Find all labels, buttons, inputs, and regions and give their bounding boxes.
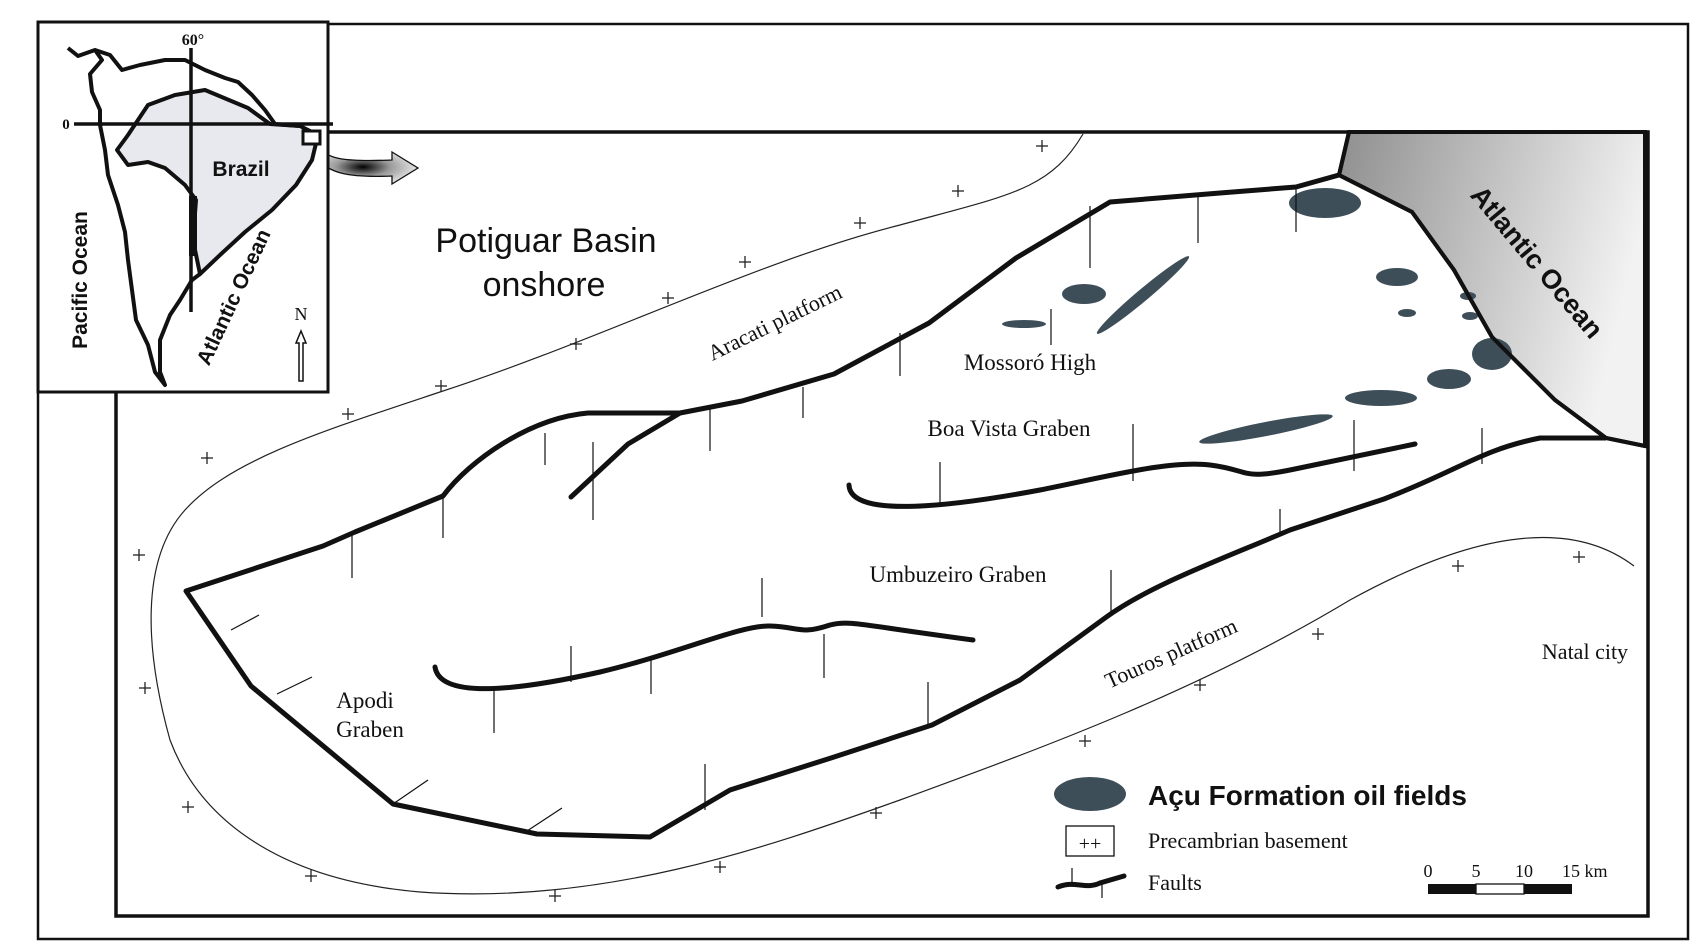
map-frame (114, 130, 1650, 918)
oil-fields (1002, 188, 1512, 444)
basin-boundary-fault (183, 172, 1606, 840)
apodi-graben-label-line2: Graben (336, 717, 404, 742)
oil-field (1462, 312, 1478, 320)
south-america-outline (66, 46, 202, 387)
oil-field (1002, 320, 1046, 328)
brazil-label: Brazil (212, 158, 269, 181)
oil-field (1427, 369, 1471, 389)
oil-field (1199, 414, 1333, 444)
brazil-area (115, 88, 320, 276)
oil-field (1289, 188, 1361, 218)
scale-segment (1475, 883, 1525, 895)
scale-bar: 0 5 10 15 km (1424, 861, 1608, 895)
oil-field (1398, 309, 1416, 317)
north-arrow-icon (294, 329, 308, 382)
fault-tick (526, 807, 563, 832)
oil-field (1062, 284, 1106, 304)
outer-frame (36, 22, 1690, 941)
basin-title-line2: onshore (483, 266, 606, 304)
inset-frame (36, 20, 330, 394)
legend-oil-fields-label: Açu Formation oil fields (1148, 780, 1467, 811)
mossoro-high-label: Mossoró High (964, 350, 1097, 375)
pacific-ocean-label: Pacific Ocean (69, 211, 92, 349)
scale-segment (1428, 884, 1476, 894)
inset-map: 60° 0 Brazil Pacific Ocean Atlantic Ocea… (36, 20, 333, 394)
scale-tick-label: 5 (1472, 861, 1481, 881)
legend: Açu Formation oil fields ++ Precambrian … (1054, 777, 1467, 898)
oil-field (1472, 338, 1512, 370)
aracati-platform-label: Aracati platform (704, 279, 846, 365)
legend-basement-symbol (1065, 825, 1115, 857)
boa-vista-graben-label: Boa Vista Graben (928, 416, 1091, 441)
coastline (1336, 131, 1646, 448)
touros-platform-label: Touros platform (1101, 613, 1241, 694)
fault-tick (392, 779, 429, 805)
oil-field (1345, 390, 1417, 406)
umbuzeiro-graben-label: Umbuzeiro Graben (870, 562, 1047, 587)
legend-oil-field-symbol (1054, 777, 1126, 811)
scale-tick-label: 0 (1424, 861, 1433, 881)
legend-fault-symbol (1055, 873, 1127, 890)
location-arrow-icon (317, 148, 420, 186)
natal-city-label: Natal city (1542, 639, 1628, 664)
north-label: N (295, 304, 308, 324)
fault-tick (230, 614, 260, 631)
legend-faults-label: Faults (1148, 870, 1202, 895)
south-america-north-coast (94, 48, 301, 128)
oil-field (1096, 256, 1190, 334)
apodi-graben-label: Apodi (336, 688, 394, 713)
basement-crosses (133, 140, 1585, 902)
fault-line (432, 620, 976, 692)
scale-tick-label: 10 (1515, 861, 1533, 881)
legend-basement-symbol-text: ++ (1079, 833, 1102, 855)
fault-tick (276, 676, 313, 695)
fault-line (846, 441, 1418, 509)
andes-border-mark (189, 196, 197, 256)
oil-field (1376, 268, 1418, 286)
study-area-marker (301, 129, 322, 146)
equator-label: 0 (62, 117, 70, 133)
basin-title: Potiguar Basin (435, 222, 656, 260)
scale-segment (1524, 884, 1572, 894)
fault-line (568, 410, 683, 500)
meridian-label: 60° (182, 32, 204, 49)
scale-tick-label: 15 km (1562, 861, 1608, 881)
legend-basement-label: Precambrian basement (1148, 828, 1348, 853)
fault-ticks (230, 187, 1483, 832)
basement-boundary (150, 133, 1635, 895)
